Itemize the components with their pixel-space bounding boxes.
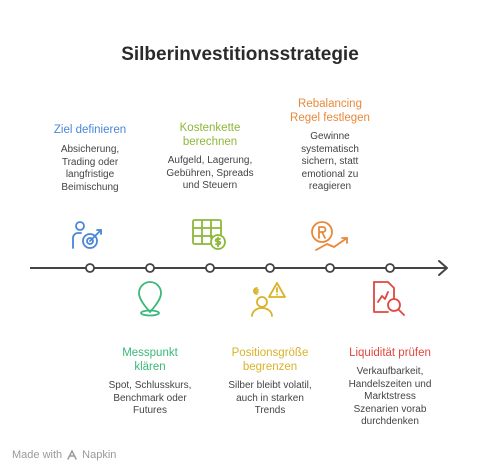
person-warning-icon [251, 282, 286, 317]
napkin-logo-icon [67, 449, 77, 460]
timeline-marker-1 [85, 263, 95, 273]
footer-attribution: Made with Napkin [12, 449, 116, 461]
timeline-marker-6 [385, 263, 395, 273]
timeline-marker-3 [205, 263, 215, 273]
chart-search-icon [373, 281, 405, 316]
location-pin-icon [138, 281, 162, 317]
timeline-arrowhead [438, 260, 448, 276]
step-1-desc: Absicherung, Trading oder langfristige B… [60, 144, 120, 193]
step-4-desc: Silber bleibt volatil, auch in starken T… [228, 380, 312, 416]
target-person-icon [72, 221, 102, 249]
diagram-title: Silberinvestitionsstrategie [121, 44, 359, 65]
step-3-desc: Aufgeld, Lagerung, Gebühren, Spreads und… [166, 155, 254, 191]
step-2-desc: Spot, Schlusskurs, Benchmark oder Future… [108, 380, 192, 416]
step-6-desc: Verkaufbarkeit, Handelszeiten und Markts… [348, 366, 432, 427]
step-4-title: Positionsgröße begrenzen [231, 347, 309, 373]
footer-prefix: Made with [12, 449, 63, 461]
footer-brand: Napkin [82, 449, 117, 461]
step-3-title: Kostenkette berechnen [179, 122, 241, 148]
step-2-title: Messpunkt klären [122, 347, 178, 373]
timeline-marker-4 [265, 263, 275, 273]
spreadsheet-dollar-icon [192, 219, 226, 250]
step-6-title: Liquidität prüfen [349, 347, 431, 359]
step-5-title: Rebalancing Regel festlegen [290, 98, 370, 124]
step-1-title: Ziel definieren [53, 124, 127, 136]
step-5-desc: Gewinne systematisch sichern, statt emot… [301, 131, 359, 192]
timeline-marker-2 [145, 263, 155, 273]
timeline-marker-5 [325, 263, 335, 273]
coin-growth-icon [311, 221, 348, 251]
